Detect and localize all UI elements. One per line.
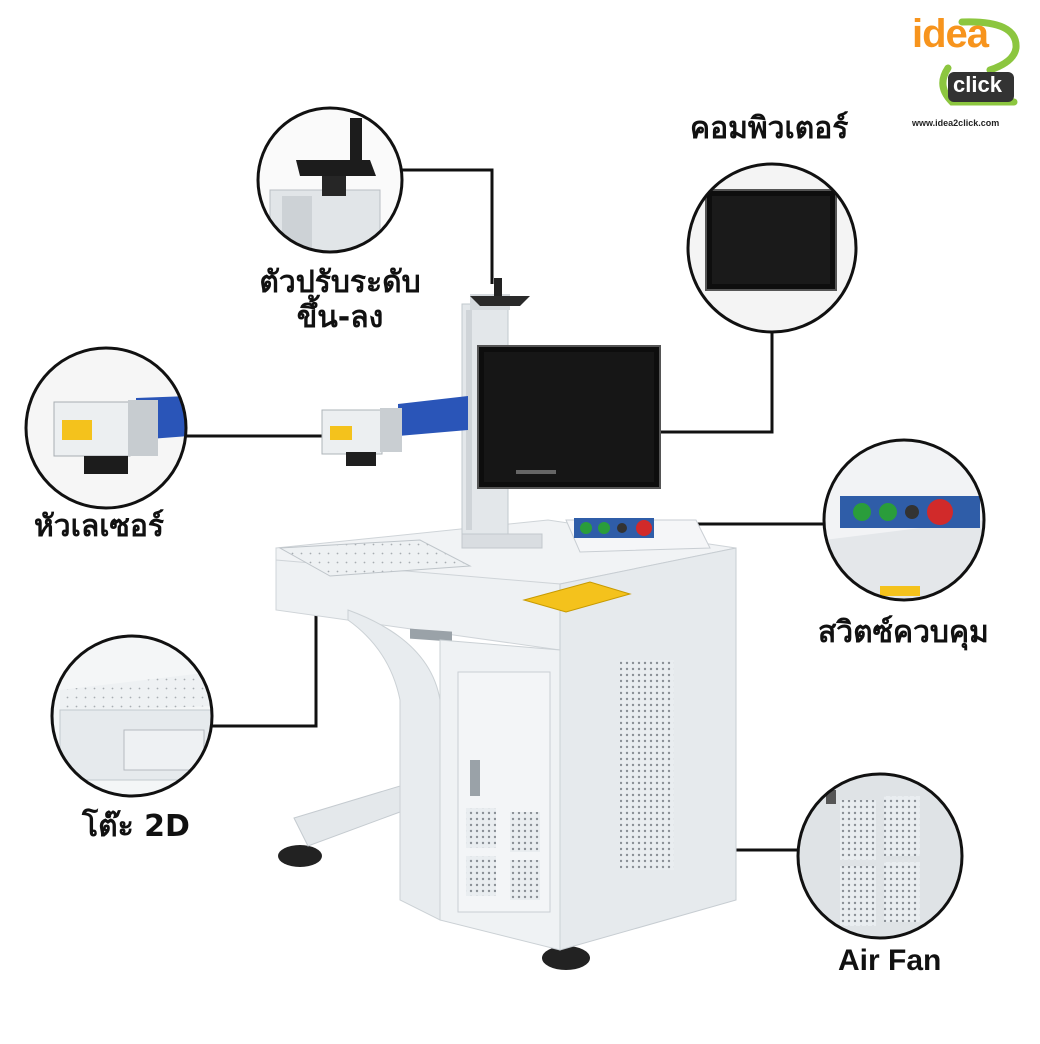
callout-air-fan <box>796 772 964 940</box>
callout-laser-head <box>24 346 188 510</box>
label-computer: คอมพิวเตอร์ <box>690 111 849 146</box>
logo-word-click: click <box>953 72 1002 97</box>
callout-height-adjust <box>256 106 404 254</box>
idea2click-logo <box>939 18 1020 106</box>
laser-machine <box>275 278 737 970</box>
label-height-adjust-line2: ขึ้น-ลง <box>296 299 384 335</box>
logo-url: www.idea2click.com <box>912 118 1000 128</box>
label-air-fan: Air Fan <box>838 944 942 977</box>
callout-table-2d <box>50 634 214 798</box>
label-height-adjust: ตัวปรับระดับ ขึ้น-ลง <box>250 265 430 335</box>
logo-word-idea: idea <box>912 12 989 56</box>
label-height-adjust-line1: ตัวปรับระดับ <box>259 265 421 300</box>
label-table-2d: โต๊ะ 2D <box>82 809 190 844</box>
label-laser-head: หัวเลเซอร์ <box>34 509 165 544</box>
label-control-switch: สวิตซ์ควบคุม <box>818 615 989 650</box>
callout-computer <box>686 162 858 334</box>
callout-control-switch <box>822 438 986 602</box>
